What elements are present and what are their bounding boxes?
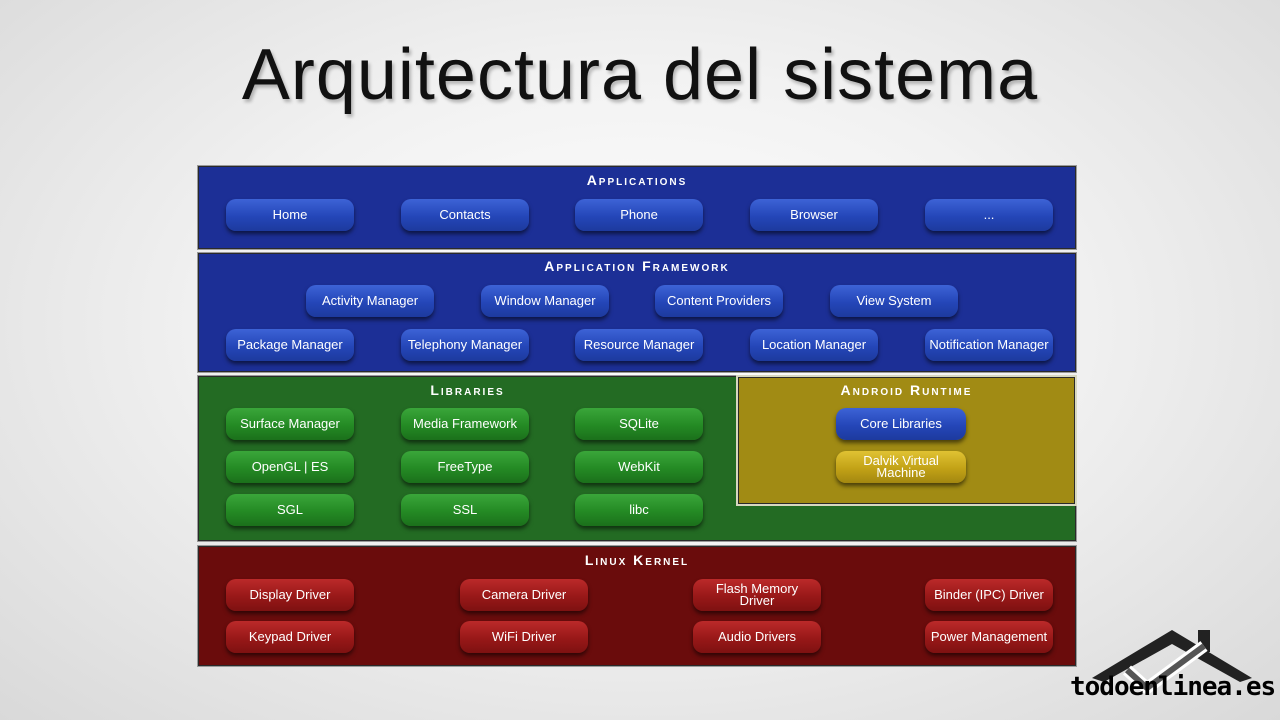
app-home: Home xyxy=(226,199,354,231)
ssl: SSL xyxy=(401,494,529,526)
libc: libc xyxy=(575,494,703,526)
keypad-driver: Keypad Driver xyxy=(226,621,354,653)
package-manager: Package Manager xyxy=(226,329,354,361)
power-management: Power Management xyxy=(925,621,1053,653)
applications-layer: Applications Home Contacts Phone Browser… xyxy=(197,165,1077,250)
sgl: SGL xyxy=(226,494,354,526)
house-check-logo-icon xyxy=(1092,630,1252,694)
webkit: WebKit xyxy=(575,451,703,483)
app-contacts: Contacts xyxy=(401,199,529,231)
android-runtime-title: Android Runtime xyxy=(840,382,973,398)
android-runtime-layer: Android Runtime Core Libraries Dalvik Vi… xyxy=(736,375,1077,506)
resource-manager: Resource Manager xyxy=(575,329,703,361)
activity-manager: Activity Manager xyxy=(306,285,434,317)
camera-driver: Camera Driver xyxy=(460,579,588,611)
notification-manager: Notification Manager xyxy=(925,329,1053,361)
media-framework: Media Framework xyxy=(401,408,529,440)
framework-layer-title: Application Framework xyxy=(544,258,730,274)
view-system: View System xyxy=(830,285,958,317)
audio-drivers: Audio Drivers xyxy=(693,621,821,653)
dalvik-virtual-machine: Dalvik Virtual Machine xyxy=(836,451,966,483)
linux-kernel-layer: Linux Kernel Display Driver Camera Drive… xyxy=(197,545,1077,667)
binder-ipc-driver: Binder (IPC) Driver xyxy=(925,579,1053,611)
freetype: FreeType xyxy=(401,451,529,483)
content-providers: Content Providers xyxy=(655,285,783,317)
page-title: Arquitectura del sistema xyxy=(241,35,1039,115)
watermark-text: todoenlinea.es xyxy=(1070,672,1276,702)
libraries-layer-title: Libraries xyxy=(430,382,505,398)
linux-kernel-title: Linux Kernel xyxy=(584,552,690,568)
display-driver: Display Driver xyxy=(226,579,354,611)
window-manager: Window Manager xyxy=(481,285,609,317)
core-libraries: Core Libraries xyxy=(836,408,966,440)
app-more: ... xyxy=(925,199,1053,231)
app-phone: Phone xyxy=(575,199,703,231)
applications-layer-title: Applications xyxy=(586,172,688,188)
framework-layer: Application Framework Activity Manager W… xyxy=(197,252,1077,373)
app-browser: Browser xyxy=(750,199,878,231)
flash-memory-driver: Flash Memory Driver xyxy=(693,579,821,611)
wifi-driver: WiFi Driver xyxy=(460,621,588,653)
sqlite: SQLite xyxy=(575,408,703,440)
location-manager: Location Manager xyxy=(750,329,878,361)
surface-manager: Surface Manager xyxy=(226,408,354,440)
opengl-es: OpenGL | ES xyxy=(226,451,354,483)
telephony-manager: Telephony Manager xyxy=(401,329,529,361)
